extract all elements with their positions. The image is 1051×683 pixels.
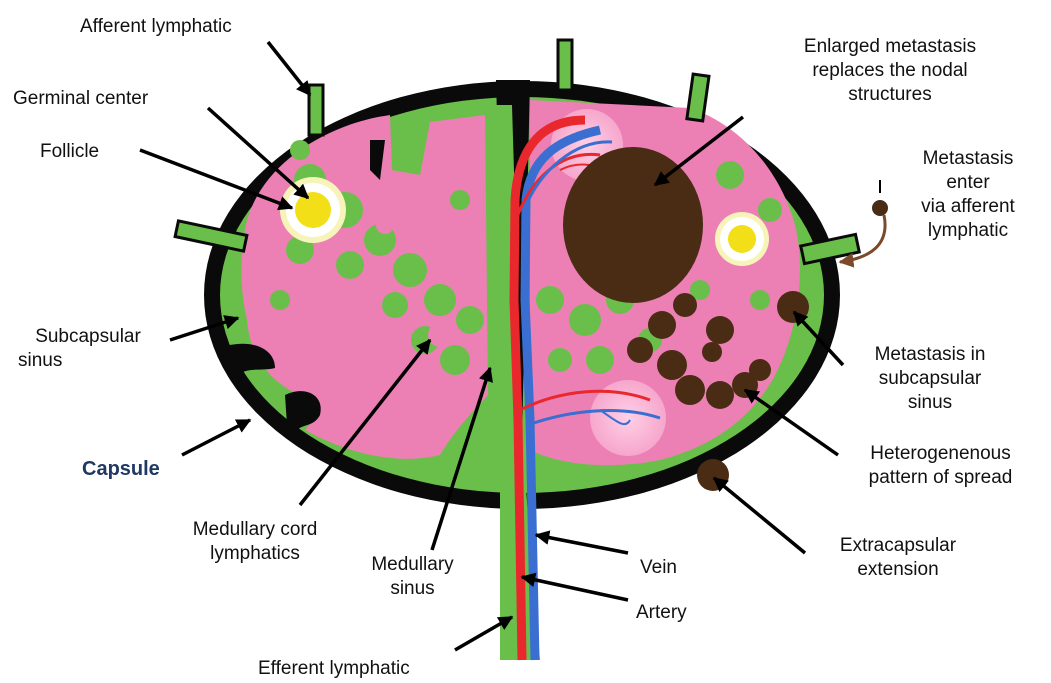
follicle-right	[715, 212, 769, 266]
label-het-line-1: Heterogenenous	[838, 442, 1043, 466]
label-enlarged-line-1: Enlarged metastasis	[780, 35, 1000, 59]
label-extracapsular-extension: Extracapsular extension	[818, 534, 978, 582]
label-medullary-cord-lymphatics: Medullary cord lymphatics	[165, 518, 345, 566]
label-het-line-2: pattern of spread	[838, 466, 1043, 490]
label-extra-line-1: Extracapsular	[818, 534, 978, 558]
label-medsinus-line-2: sinus	[350, 577, 475, 601]
metastasis-subcapsular	[777, 291, 809, 323]
label-medcord-line-1: Medullary cord	[165, 518, 345, 542]
label-msub-line-1: Metastasis in	[855, 343, 1005, 367]
label-enter-line-2: enter	[893, 171, 1043, 195]
label-enlarged-metastasis: Enlarged metastasis replaces the nodal s…	[780, 35, 1000, 107]
label-germinal-center: Germinal center	[13, 87, 148, 111]
label-enter-line-4: lymphatic	[893, 219, 1043, 243]
enlarged-metastasis	[563, 147, 703, 303]
label-metastasis-enter: Metastasis enter via afferent lymphatic	[893, 147, 1043, 243]
label-enter-line-3: via afferent	[893, 195, 1043, 219]
label-enlarged-line-3: structures	[780, 83, 1000, 107]
label-medsinus-line-1: Medullary	[350, 553, 475, 577]
label-subcapsular-line-1: Subcapsular	[18, 325, 158, 349]
label-enter-line-1: Metastasis	[893, 147, 1043, 171]
label-metastasis-subcapsular: Metastasis in subcapsular sinus	[855, 343, 1005, 415]
label-heterogenenous-pattern: Heterogenenous pattern of spread	[838, 442, 1043, 490]
label-subcapsular-sinus: Subcapsular sinus	[18, 325, 158, 373]
label-msub-line-2: subcapsular	[855, 367, 1005, 391]
label-medullary-sinus: Medullary sinus	[350, 553, 475, 601]
label-subcapsular-line-2: sinus	[18, 349, 158, 373]
label-afferent-lymphatic: Afferent lymphatic	[80, 15, 232, 39]
label-capsule: Capsule	[82, 457, 160, 481]
label-artery: Artery	[636, 601, 687, 625]
label-medcord-line-2: lymphatics	[165, 542, 345, 566]
label-msub-line-3: sinus	[855, 391, 1005, 415]
label-extra-line-2: extension	[818, 558, 978, 582]
label-vein: Vein	[640, 556, 677, 580]
follicle-left	[280, 177, 346, 243]
label-enlarged-line-2: replaces the nodal	[780, 59, 1000, 83]
label-follicle: Follicle	[40, 140, 99, 164]
label-efferent-lymphatic: Efferent lymphatic	[258, 657, 410, 681]
